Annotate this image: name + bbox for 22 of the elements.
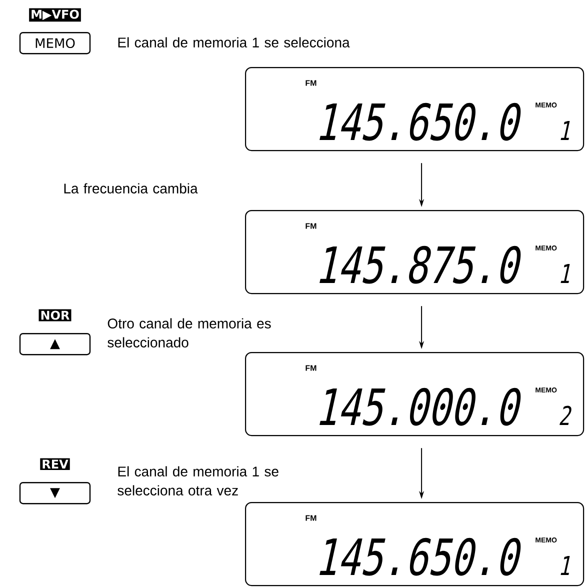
channel-number: 1 <box>560 264 570 283</box>
key-label: REV <box>42 460 68 468</box>
instruction-text: Otro canal de memoria es seleccionado <box>108 318 271 348</box>
channel-number: 1 <box>560 121 570 140</box>
frequency-readout: 145.000.0 <box>320 388 521 426</box>
key-label: M▶VFO <box>32 10 79 20</box>
mode-label: FM <box>306 515 316 521</box>
key-label: NOR <box>41 310 70 320</box>
mode-label: FM <box>306 365 316 371</box>
frequency-readout: 145.875.0 <box>320 246 521 284</box>
mode-label: FM <box>306 80 316 86</box>
key-button: ▼ <box>19 482 91 504</box>
instruction-text: El canal de memoria 1 se selecciona otra vez <box>118 466 278 496</box>
channel-number: 1 <box>560 556 570 575</box>
frequency-readout: 145.650.0 <box>320 538 521 576</box>
key-button: MEMO <box>19 32 91 54</box>
key-button: ▲ <box>19 333 91 356</box>
frequency-readout: 145.650.0 <box>320 102 521 141</box>
mode-label: FM <box>306 223 316 229</box>
instruction-text: La frecuencia cambia <box>64 183 198 194</box>
channel-number: 2 <box>560 406 572 425</box>
instruction-text: El canal de memoria 1 se selecciona <box>118 37 350 48</box>
